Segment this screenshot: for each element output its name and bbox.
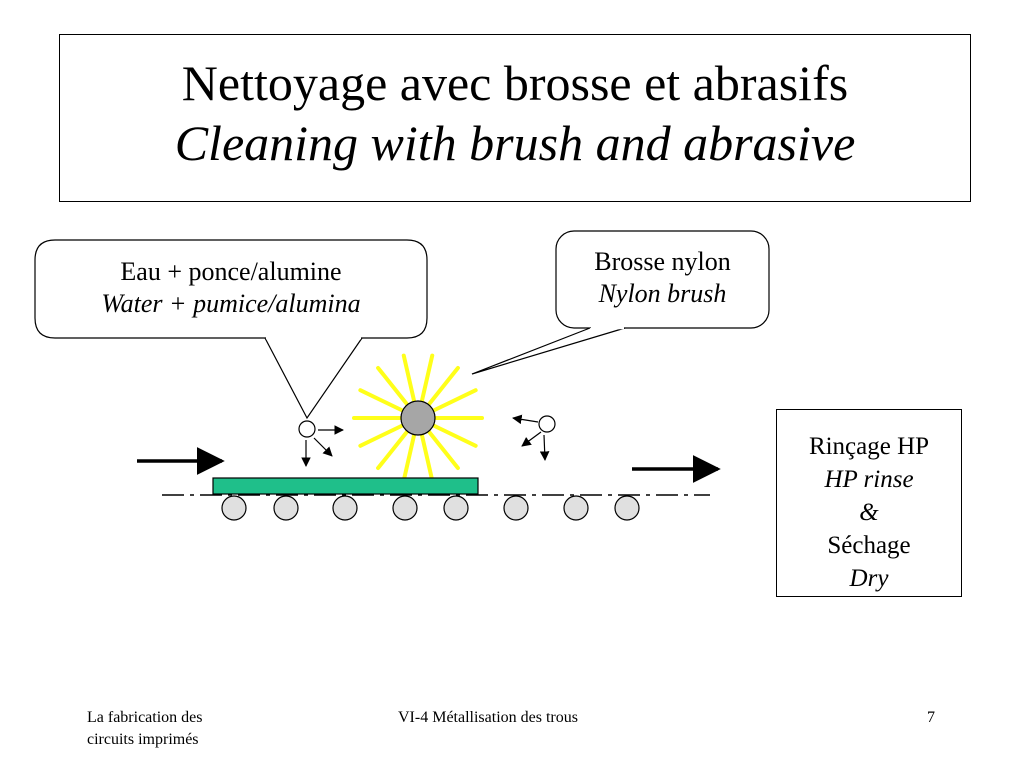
roller (443, 495, 469, 521)
footer-left: La fabrication des circuits imprimés (87, 707, 203, 751)
roller (273, 495, 299, 521)
brush-bristles (352, 353, 484, 483)
rinse-en: HP rinse (824, 466, 914, 493)
brush-bristle (431, 423, 478, 448)
title-box: Nettoyage avec brosse et abrasifs Cleani… (59, 34, 971, 202)
roller (614, 495, 640, 521)
brush-bristle (376, 429, 410, 471)
slide-title: Nettoyage avec brosse et abrasifs (181, 55, 849, 111)
dry-fr: Séchage (827, 532, 911, 559)
rinse-dry-box: Rinçage HP HP rinse & Séchage Dry (776, 409, 962, 597)
brush-bristle (426, 429, 460, 471)
particle-arrow (521, 431, 542, 447)
rinse-ampersand: & (859, 499, 879, 526)
brush-bristle (401, 353, 417, 404)
callout-abrasive-en: Water + pumice/alumina (101, 289, 361, 318)
page-number: 7 (927, 709, 935, 726)
slide-subtitle: Cleaning with brush and abrasive (174, 115, 856, 171)
brush-bristle (358, 388, 405, 413)
callout-abrasive-text: Eau + ponce/alumine Water + pumice/alumi… (35, 256, 427, 320)
callout-brush-bubble (555, 230, 770, 329)
brush-bristle (419, 353, 435, 404)
brush-bristle (376, 365, 410, 407)
footer-center: VI-4 Métallisation des trous (398, 709, 578, 726)
pcb-board (212, 477, 479, 495)
particle-arrow (539, 434, 550, 461)
dry-en: Dry (849, 565, 889, 592)
roller (392, 495, 418, 521)
particle-arrow (313, 437, 333, 457)
roller (563, 495, 589, 521)
brush-bristle (426, 365, 460, 407)
roller (503, 495, 529, 521)
callout-brush-en: Nylon brush (598, 279, 727, 308)
brush-bristle (358, 423, 405, 448)
callout-brush-pointer (471, 327, 626, 375)
abrasive-particle-right (538, 415, 556, 433)
callout-abrasive-bubble (34, 239, 428, 339)
brush-bristle (419, 432, 435, 483)
particle-arrow (512, 414, 539, 425)
callout-brush-fr: Brosse nylon (594, 247, 731, 276)
callout-abrasive-pointer (264, 337, 363, 420)
rinse-fr: Rinçage HP (808, 433, 930, 460)
roller (221, 495, 247, 521)
callout-abrasive-fr: Eau + ponce/alumine (120, 257, 342, 286)
conveyor-rollers (221, 495, 640, 521)
brush-core (400, 400, 436, 436)
abrasive-particle-left (298, 420, 316, 438)
footer-left-line2: circuits imprimés (87, 731, 199, 748)
footer-left-line1: La fabrication des (87, 709, 203, 726)
roller (332, 495, 358, 521)
brush-bristle (431, 388, 478, 413)
brush-bristle (401, 432, 417, 483)
callout-brush-text: Brosse nylon Nylon brush (556, 246, 769, 310)
